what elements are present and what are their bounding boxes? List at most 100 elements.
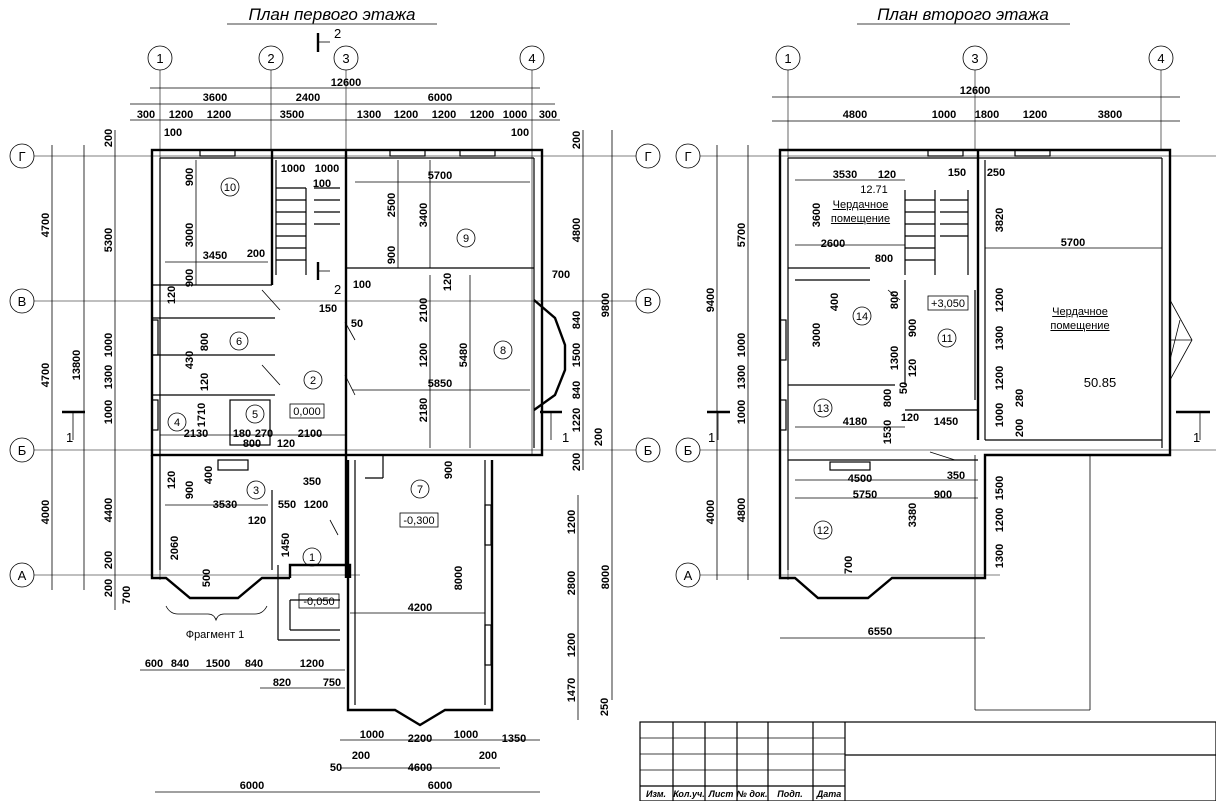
axis2-1-label: 1 — [784, 51, 791, 66]
fi-120c: 120 — [199, 373, 211, 391]
si-900b: 900 — [934, 489, 952, 501]
si-1200b: 1200 — [994, 366, 1006, 390]
dim-ab2-200b: 200 — [479, 750, 497, 762]
fi-900a: 900 — [184, 168, 196, 186]
dim-1200d: 1200 — [432, 109, 456, 121]
dim-1200b: 1200 — [207, 109, 231, 121]
stamp-n-dok: № док. — [737, 789, 768, 799]
fi-700: 700 — [552, 269, 570, 281]
si-250: 250 — [987, 167, 1005, 179]
axis-v-label: В — [18, 294, 27, 309]
s-dim-1800: 1800 — [975, 109, 999, 121]
fragment-label: Фрагмент 1 — [186, 629, 245, 641]
room2-11: 11 — [941, 333, 952, 345]
axis2-g-label: Г — [684, 149, 691, 164]
fi-1450: 1450 — [280, 533, 292, 557]
room-7: 7 — [417, 484, 423, 496]
dim-b-600: 600 — [145, 658, 163, 670]
section-1-left: 1 — [66, 430, 73, 445]
dim-1300: 1300 — [357, 109, 381, 121]
second-floor-inner-dims: 3530 120 150 250 3600 2600 800 3820 5700… — [780, 167, 1162, 639]
si-5700: 5700 — [1061, 237, 1085, 249]
dim-l2-200a: 200 — [103, 129, 115, 147]
axis2-b-label: Б — [684, 443, 693, 458]
dim-annex-2800: 2800 — [566, 571, 578, 595]
stamp-podp: Подп. — [777, 789, 803, 799]
si-150: 150 — [948, 167, 966, 179]
section-marks-second: 1 1 — [707, 410, 1210, 445]
section2-1-left: 1 — [708, 430, 715, 445]
dim-r-200a: 200 — [571, 131, 583, 149]
si-120b: 120 — [907, 359, 919, 377]
s-dim-1200: 1200 — [1023, 109, 1047, 121]
room2-14: 14 — [856, 311, 868, 323]
fi-400: 400 — [203, 466, 215, 484]
fi-1710: 1710 — [196, 403, 208, 427]
s-dim-4800: 4800 — [843, 109, 867, 121]
si-3600: 3600 — [811, 203, 823, 227]
fi-350: 350 — [303, 476, 321, 488]
fi-120e: 120 — [166, 471, 178, 489]
fi-900b: 900 — [386, 246, 398, 264]
room-9: 9 — [463, 233, 469, 245]
dim-r-1500: 1500 — [571, 343, 583, 367]
dim-left-4700b: 4700 — [40, 363, 52, 387]
fi-180: 180 — [233, 428, 251, 440]
fi-2180: 2180 — [418, 398, 430, 422]
si-280: 280 — [1014, 389, 1026, 407]
area-12-71: 12.71 — [860, 184, 888, 196]
fi-5480: 5480 — [458, 343, 470, 367]
dim-300b: 300 — [539, 109, 557, 121]
section-marks-first: 2 2 1 1 — [62, 26, 569, 445]
si-3380: 3380 — [907, 503, 919, 527]
si-1300c: 1300 — [994, 544, 1006, 568]
dim-b-840a: 840 — [171, 658, 189, 670]
dim-6000: 6000 — [428, 92, 452, 104]
dim-l2-4400: 4400 — [103, 498, 115, 522]
dim-r-200b: 200 — [593, 428, 605, 446]
fi-1200a: 1200 — [418, 343, 430, 367]
si-4500: 4500 — [848, 473, 872, 485]
dim-ab2-4600: 4600 — [408, 762, 432, 774]
dim-r-4800: 4800 — [571, 218, 583, 242]
axis-1-label: 1 — [156, 51, 163, 66]
si-1000: 1000 — [994, 403, 1006, 427]
fi-2060: 2060 — [169, 536, 181, 560]
section-1-right: 1 — [562, 430, 569, 445]
fi-100a: 100 — [313, 178, 331, 190]
first-floor-inner-dims: 900 3000 3450 200 1000 1000 100 5700 250… — [166, 163, 570, 614]
section2-1-right: 1 — [1193, 430, 1200, 445]
si-2600: 2600 — [821, 238, 845, 250]
dim-l2-200c: 200 — [103, 579, 115, 597]
s-dim-4800: 4800 — [736, 498, 748, 522]
fi-1000b: 1000 — [315, 163, 339, 175]
room-4: 4 — [174, 417, 180, 429]
fi-8000: 8000 — [453, 566, 465, 590]
dim-1200c: 1200 — [394, 109, 418, 121]
first-floor-dimensions: 12600 3600 2400 6000 300 1200 1200 3500 … — [40, 77, 613, 793]
level-0000: 0,000 — [293, 406, 321, 418]
dim-3500: 3500 — [280, 109, 304, 121]
axis2-3-label: 3 — [971, 51, 978, 66]
si-1200c: 1200 — [994, 508, 1006, 532]
room2-13: 13 — [817, 403, 829, 415]
stamp-list: Лист — [708, 789, 734, 799]
section-2-top: 2 — [334, 26, 341, 41]
second-floor-dimensions: 12600 4800 1000 1800 1200 3800 9400 4000… — [705, 85, 1180, 580]
si-1300a: 1300 — [889, 346, 901, 370]
dim-annex-250: 250 — [599, 698, 611, 716]
dim-b-840b: 840 — [245, 658, 263, 670]
si-120c: 120 — [901, 412, 919, 424]
fi-120b: 120 — [166, 286, 178, 304]
room-10: 10 — [224, 182, 236, 194]
first-floor-rooms: 10 9 6 8 2 5 4 3 7 1 0,000 -0,300 -0,050… — [165, 177, 513, 641]
fi-550: 550 — [278, 499, 296, 511]
room-3: 3 — [253, 485, 259, 497]
axis2-4-label: 4 — [1157, 51, 1164, 66]
si-5750: 5750 — [853, 489, 877, 501]
fi-1000a: 1000 — [281, 163, 305, 175]
dim-2400: 2400 — [296, 92, 320, 104]
si-800c: 800 — [882, 389, 894, 407]
dim-ab-1350: 1350 — [502, 733, 526, 745]
